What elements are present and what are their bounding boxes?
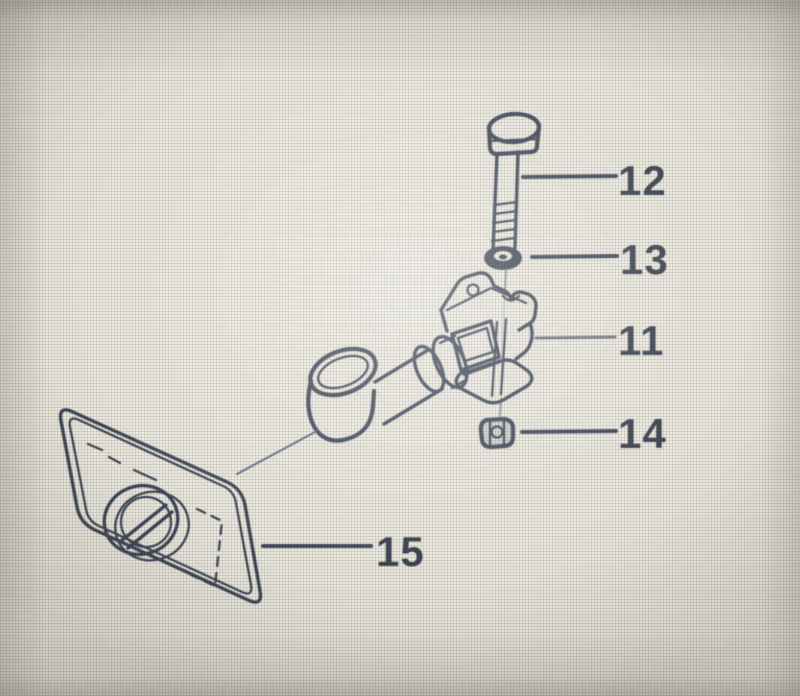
callouts: 12 13 11 14 15: [261, 157, 669, 575]
bracket-top-tab: [439, 271, 513, 312]
socket-cup-inner: [317, 354, 369, 390]
nut-outline: [478, 416, 516, 450]
callout-label-15: 15: [376, 528, 425, 575]
rod-joint-part: [306, 334, 469, 443]
nut-part: [478, 416, 516, 450]
bolt-head-chamfer: [488, 137, 539, 143]
bolt-threads: [490, 200, 519, 243]
nut-facets: [488, 417, 506, 448]
rod-flange: [431, 334, 469, 390]
socket-cup-body: [306, 378, 377, 443]
bolt-head-body: [486, 122, 542, 157]
leader-line-12: [521, 174, 618, 179]
bracket-left-edge: [439, 308, 449, 333]
leader-line-14: [520, 429, 618, 434]
washer-center: [499, 254, 507, 260]
plate-surface-dashes: [86, 442, 158, 482]
washer-part: [484, 246, 522, 270]
plate-screw-head: [119, 495, 173, 549]
plate-to-socket-projection-line: [236, 430, 318, 475]
plate-boss-rim: [102, 484, 180, 556]
bracket-top-face-fold: [445, 286, 528, 312]
callout-label-12: 12: [618, 157, 667, 204]
rod-shaft: [373, 348, 444, 426]
plate-boss-depth: [114, 490, 190, 562]
leader-line-11: [534, 335, 617, 340]
bolt-part: [486, 111, 542, 253]
cover-plate-part: [58, 408, 318, 604]
plate-outer-outline: [58, 408, 263, 604]
bracket-right-shoulder: [509, 290, 538, 332]
bracket-foot-edge: [462, 360, 502, 377]
bracket-web-edges: [490, 317, 508, 398]
bracket-part: [439, 271, 538, 405]
callout-label-14: 14: [618, 410, 667, 457]
callout-label-13: 13: [620, 236, 669, 283]
callout-label-11: 11: [618, 317, 664, 364]
socket-cup-rim: [308, 346, 378, 398]
nut-hole: [490, 425, 504, 439]
bolt-shank: [491, 150, 520, 252]
plate-screw-slot: [119, 503, 174, 550]
bracket-tab-hole: [466, 283, 480, 297]
rod-collar: [412, 344, 446, 394]
rod-stub: [438, 334, 466, 390]
bracket-right-web: [514, 321, 534, 361]
plate-inner-outline: [68, 417, 253, 595]
leader-line-13: [530, 254, 619, 259]
bracket-rod-opening: [450, 319, 501, 372]
